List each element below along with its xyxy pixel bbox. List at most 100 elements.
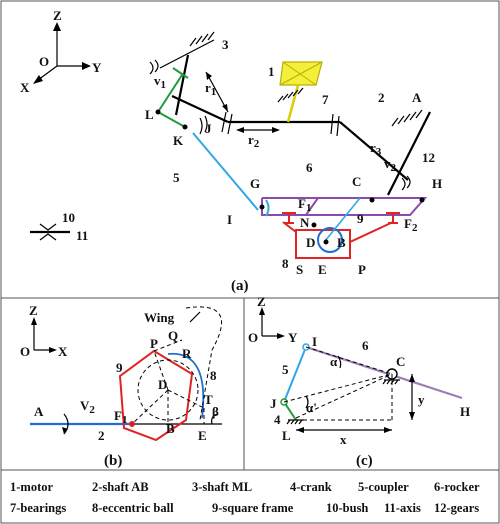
label-r1-sub: 1 [211, 86, 217, 98]
label-9: 9 [357, 211, 364, 226]
label-6: 6 [306, 160, 313, 175]
label-3: 3 [222, 37, 229, 52]
label-6-c: 6 [362, 338, 369, 353]
label-y-c: y [418, 392, 425, 407]
label-7: 7 [322, 92, 329, 107]
label-alpha-prime: α' [306, 400, 317, 415]
label-wing: Wing [144, 310, 175, 325]
label-2-b: 2 [98, 428, 105, 443]
point-I: I [227, 212, 232, 227]
point-F2-sub: 2 [412, 222, 418, 234]
point-F1-sub: 1 [306, 202, 312, 214]
point-E: E [318, 262, 327, 277]
crank-green: L v1 [145, 67, 189, 130]
legend-item: 8-eccentric ball [92, 501, 174, 515]
label-E-b: E [198, 428, 207, 443]
axes-b: Z X O [20, 303, 68, 359]
caption-a: (a) [231, 278, 249, 294]
legend-item: 3-shaft ML [192, 480, 252, 494]
label-2: 2 [378, 90, 385, 105]
label-F1-b: F [114, 408, 122, 423]
label-F1-b-sub: 1 [122, 414, 128, 426]
label-v2-sub: 2 [391, 162, 397, 174]
legend-item: 7-bearings [10, 501, 66, 515]
axis-z-c: Z [257, 294, 266, 309]
label-P-b: P [150, 336, 158, 351]
label-r1: r [205, 80, 211, 95]
point-J: J [205, 121, 212, 136]
svg-text:v2: v2 [384, 156, 397, 174]
legend-item: 9-square frame [212, 501, 294, 515]
label-v1: v [154, 73, 161, 88]
label-4-c: 4 [274, 412, 281, 427]
axis-y-c: Y [288, 330, 298, 345]
wing-outline-b [185, 306, 222, 421]
rocker-6: G C H 6 I [227, 160, 442, 227]
point-B: B [337, 235, 346, 250]
label-r3: r [370, 140, 376, 155]
rocker-c [305, 345, 463, 400]
label-V2-sub: 2 [89, 404, 95, 416]
legend-item: 6-rocker [434, 480, 480, 494]
shaft-ml: 3 [149, 31, 229, 116]
label-5: 5 [173, 170, 180, 185]
svg-text:r3: r3 [370, 140, 382, 158]
point-H-c: H [460, 404, 470, 419]
svg-text:F1: F1 [298, 196, 311, 214]
legend-item: 2-shaft AB [92, 480, 149, 494]
point-H: H [432, 176, 442, 191]
axes-a: Z Y X O [20, 8, 102, 95]
label-x-c: x [340, 432, 347, 447]
panel-a: Z Y X O 3 L v1 K J [20, 8, 442, 294]
legend: 1-motor 2-shaft AB 3-shaft ML 4-crank 5-… [10, 480, 480, 515]
caption-c: (c) [356, 453, 373, 469]
axis-x-b: X [58, 344, 68, 359]
panel-c: Z Y O I C H J L α α' x y 4 5 [248, 294, 470, 469]
eccentric-ball-b [167, 353, 205, 419]
label-8-b: 8 [210, 368, 217, 383]
svg-text:v1: v1 [154, 73, 166, 91]
panel-b: Z X O Wing Q R P D T β B E A V2 F1 2 8 [20, 303, 222, 469]
axis-o-c: O [248, 330, 258, 345]
main-shaft: r1 r2 [171, 71, 409, 181]
axis-o-b: O [20, 344, 30, 359]
label-1: 1 [268, 64, 275, 79]
label-D-b: D [158, 377, 167, 392]
label-Q: Q [168, 328, 178, 343]
point-L-c: L [282, 428, 291, 443]
caption-b: (b) [104, 453, 122, 469]
svg-text:r2: r2 [248, 132, 260, 150]
point-N: N [300, 215, 310, 230]
label-v2: v [384, 156, 391, 171]
legend-item: 1-motor [10, 480, 53, 494]
coupler-5 [192, 132, 259, 211]
label-r2: r [248, 132, 254, 147]
axis-z-label: Z [53, 8, 62, 23]
bush-symbol: 10 11 [30, 210, 88, 243]
point-J-c: J [270, 396, 277, 411]
square-frame: F1 F2 N D B 9 S E P 8 [282, 196, 418, 277]
label-v1-sub: 1 [161, 79, 167, 91]
axis-y-label: Y [92, 60, 102, 75]
point-F2: F [404, 216, 412, 231]
axis-z-b: Z [29, 303, 38, 318]
label-beta: β [212, 404, 219, 419]
svg-text:V2: V2 [80, 398, 95, 416]
motor: 1 7 [268, 61, 329, 123]
label-r2-sub: 2 [254, 138, 260, 150]
label-R: R [182, 346, 192, 361]
label-T: T [204, 392, 213, 407]
point-P: P [358, 262, 366, 277]
label-alpha: α [330, 354, 338, 369]
label-5-c: 5 [282, 362, 289, 377]
point-L: L [145, 107, 154, 122]
svg-text:F2: F2 [404, 216, 418, 234]
legend-item: 5-coupler [358, 480, 409, 494]
label-10: 10 [62, 210, 75, 225]
svg-text:r1: r1 [205, 80, 216, 98]
point-D: D [306, 235, 315, 250]
legend-item: 12-gears [434, 501, 479, 515]
point-G: G [250, 176, 260, 191]
